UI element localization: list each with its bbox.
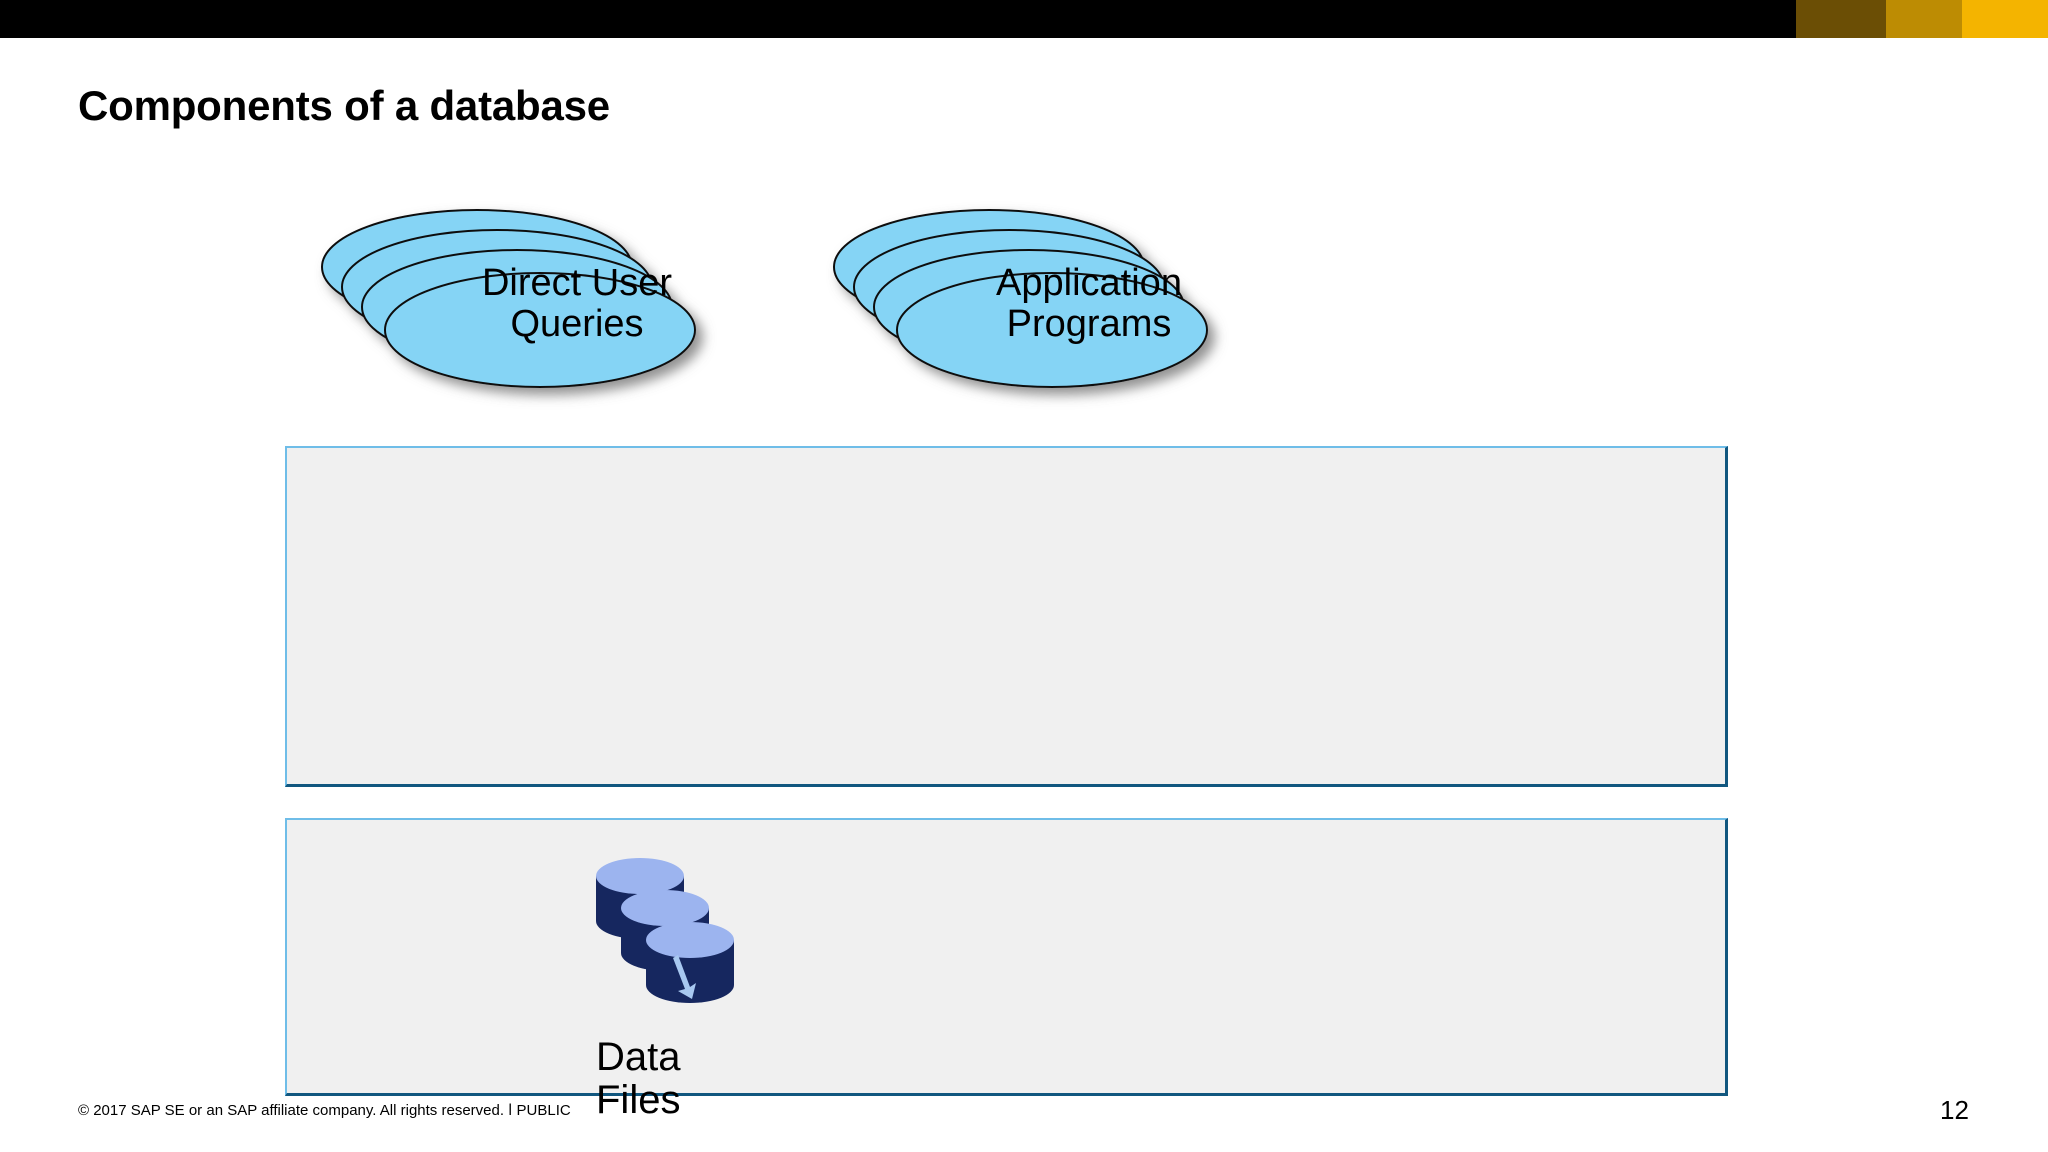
data-files-box: [285, 818, 1728, 1096]
dbms-box: [285, 446, 1728, 787]
data-files-label: Data Files: [596, 1036, 836, 1122]
ellipse-stack-direct-user-queries: Direct User Queries: [312, 205, 782, 420]
ellipse-stack-shapes: [321, 209, 696, 388]
page-number: 12: [1940, 1095, 1969, 1125]
ellipse-stack-shapes: [833, 209, 1208, 388]
page-title: Components of a database: [78, 82, 610, 129]
topbar-segment-dark-gold: [1796, 0, 1886, 38]
label-line-1: Data: [596, 1035, 681, 1079]
database-cylinders-shapes: [596, 858, 734, 1003]
ellipse-stack-application-programs: Application Programs: [824, 205, 1294, 420]
topbar-segment-bright-gold: [1962, 0, 2048, 38]
footer-copyright: © 2017 SAP SE or an SAP affiliate compan…: [78, 1102, 571, 1119]
label-line-2: Files: [596, 1077, 681, 1122]
database-cylinders-icon: [592, 843, 742, 1008]
top-accent-bar: [0, 0, 2048, 38]
down-arrow-icon: [673, 955, 696, 999]
topbar-segment-mid-gold: [1886, 0, 1962, 38]
